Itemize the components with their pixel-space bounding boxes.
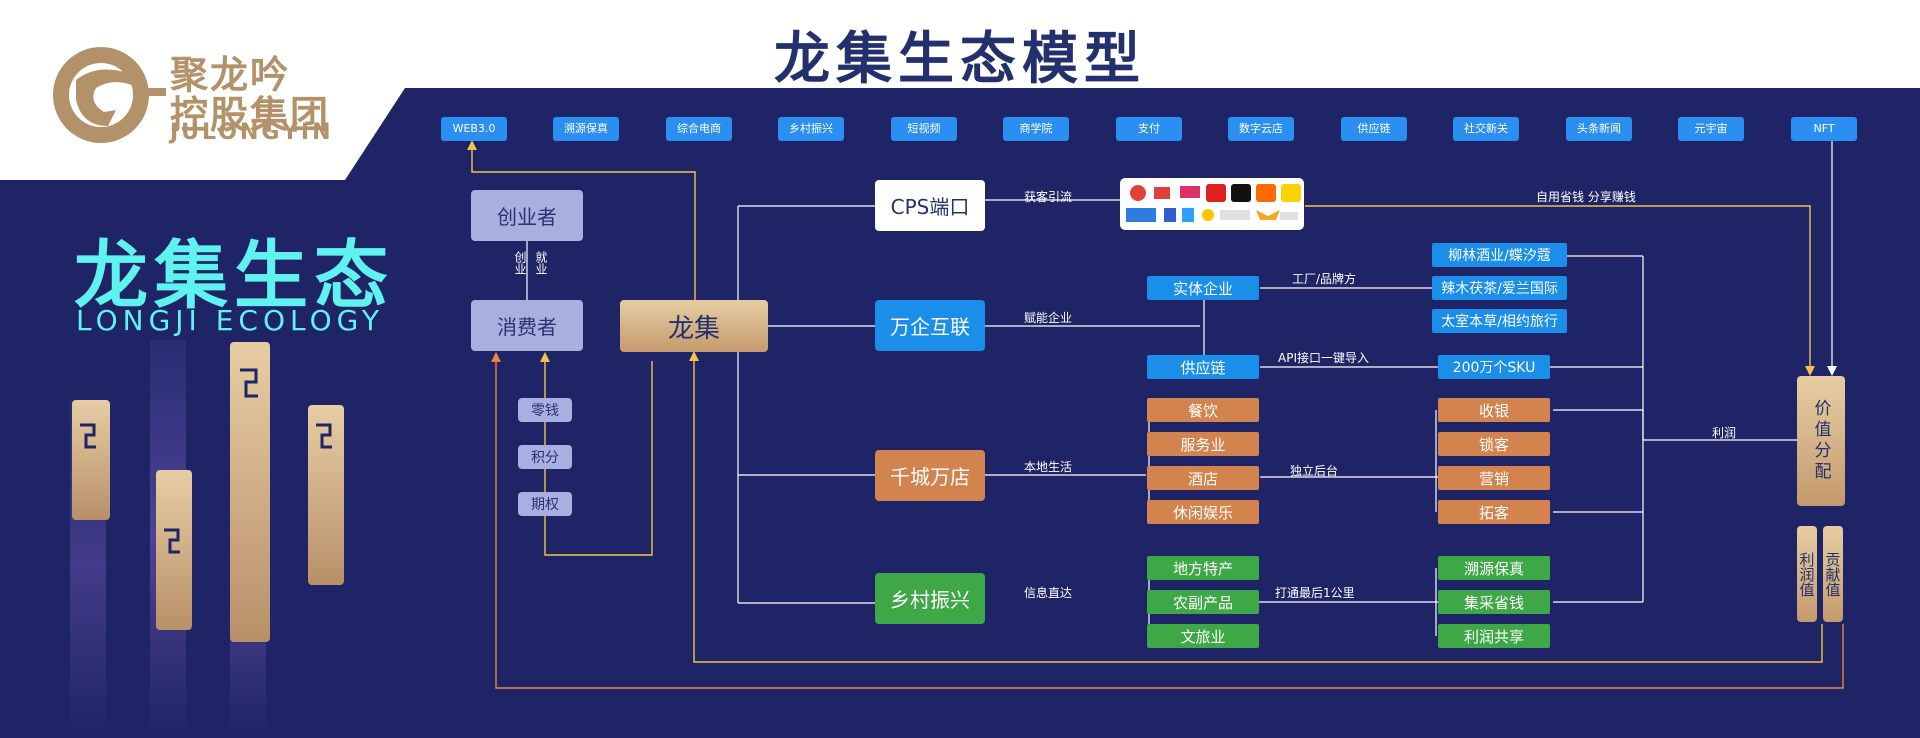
logo-name-line1: 聚龙吟 (170, 53, 291, 97)
local-item-hotel: 酒店 (1147, 466, 1259, 490)
tag-business-school[interactable]: 商学院 (1003, 117, 1069, 141)
wanqi-box: 万企互联 (875, 300, 985, 351)
tag-traceability[interactable]: 溯源保真 (553, 117, 619, 141)
logo-name-line2: 控股集团 (170, 93, 331, 137)
platform-logos (1120, 178, 1304, 230)
tag-cloud-store[interactable]: 数字云店 (1228, 117, 1294, 141)
qiancheng-box: 千城万店 (875, 450, 985, 501)
tag-nft[interactable]: NFT (1791, 117, 1857, 141)
logo-dragon-icon (53, 47, 166, 143)
brand-box-3: 太室本草/相约旅行 (1432, 309, 1567, 333)
ecology-title: 龙集生态 (74, 233, 394, 319)
tag-web3[interactable]: WEB3.0 (441, 117, 507, 141)
link-entrepreneurship: 创业 (513, 251, 527, 275)
profit-value-box: 利润值 (1797, 526, 1817, 622)
entity-enterprise-box: 实体企业 (1147, 276, 1259, 300)
local-item-dining: 餐饮 (1147, 398, 1259, 422)
tag-payment[interactable]: 支付 (1116, 117, 1182, 141)
logo-english: JULONGYIN (170, 120, 334, 145)
platform-logos-icon (1126, 184, 1301, 222)
rural-item-specialty: 地方特产 (1147, 556, 1259, 580)
ecology-subtitle: LONGJI ECOLOGY (76, 304, 385, 337)
cps-port-box: CPS端口 (875, 180, 985, 231)
tag-headlines[interactable]: 头条新闻 (1566, 117, 1632, 141)
rural-right-trace: 溯源保真 (1438, 556, 1550, 580)
page-title: 龙集生态模型 (774, 27, 1146, 92)
supply-chain-box: 供应链 (1147, 355, 1259, 379)
wanqi-label: 赋能企业 (1024, 311, 1073, 325)
tag-rural[interactable]: 乡村振兴 (778, 117, 844, 141)
xiangcun-box: 乡村振兴 (875, 573, 985, 624)
tag-ecommerce[interactable]: 综合电商 (666, 117, 732, 141)
independent-backend-label: 独立后台 (1290, 464, 1339, 478)
local-right-expand: 拓客 (1438, 500, 1550, 524)
tag-short-video[interactable]: 短视频 (891, 117, 957, 141)
last-mile-label: 打通最后1公里 (1275, 586, 1355, 600)
local-right-cashier: 收银 (1438, 398, 1550, 422)
rural-right-profit: 利润共享 (1438, 624, 1550, 648)
reward-change: 零钱 (518, 398, 572, 422)
rural-right-purchase: 集采省钱 (1438, 590, 1550, 614)
founder-box: 创业者 (471, 190, 583, 241)
brand-box-2: 辣木茯茶/爱兰国际 (1432, 276, 1567, 300)
longji-center-box: 龙集 (620, 300, 768, 352)
decorative-pillars (70, 340, 344, 738)
local-item-leisure: 休闲娱乐 (1147, 500, 1259, 524)
qiancheng-label: 本地生活 (1024, 460, 1073, 474)
local-item-service: 服务业 (1147, 432, 1259, 456)
profit-label: 利润 (1712, 426, 1737, 440)
sku-box: 200万个SKU (1438, 355, 1550, 379)
link-employment: 就业 (534, 251, 548, 275)
self-buy-share-label: 自用省钱 分享赚钱 (1536, 190, 1636, 204)
contribution-value-box: 贡献值 (1823, 526, 1843, 622)
local-right-lock: 锁客 (1438, 432, 1550, 456)
rural-item-agri: 农副产品 (1147, 590, 1259, 614)
reward-points: 积分 (518, 445, 572, 469)
brand-box-1: 柳林酒业/蝶汐蔻 (1432, 243, 1567, 267)
consumer-box: 消费者 (471, 300, 583, 351)
reward-options: 期权 (518, 492, 572, 516)
value-distribution-box: 价值分配 (1797, 376, 1845, 506)
local-right-marketing: 营销 (1438, 466, 1550, 490)
api-import-label: API接口一键导入 (1278, 351, 1369, 365)
tag-supply-chain[interactable]: 供应链 (1341, 117, 1407, 141)
tag-social[interactable]: 社交新关 (1453, 117, 1519, 141)
factory-brand-label: 工厂/品牌方 (1292, 272, 1357, 286)
xiangcun-label: 信息直达 (1024, 586, 1073, 600)
cps-label: 获客引流 (1024, 190, 1073, 204)
tag-metaverse[interactable]: 元宇宙 (1678, 117, 1744, 141)
rural-item-tourism: 文旅业 (1147, 624, 1259, 648)
